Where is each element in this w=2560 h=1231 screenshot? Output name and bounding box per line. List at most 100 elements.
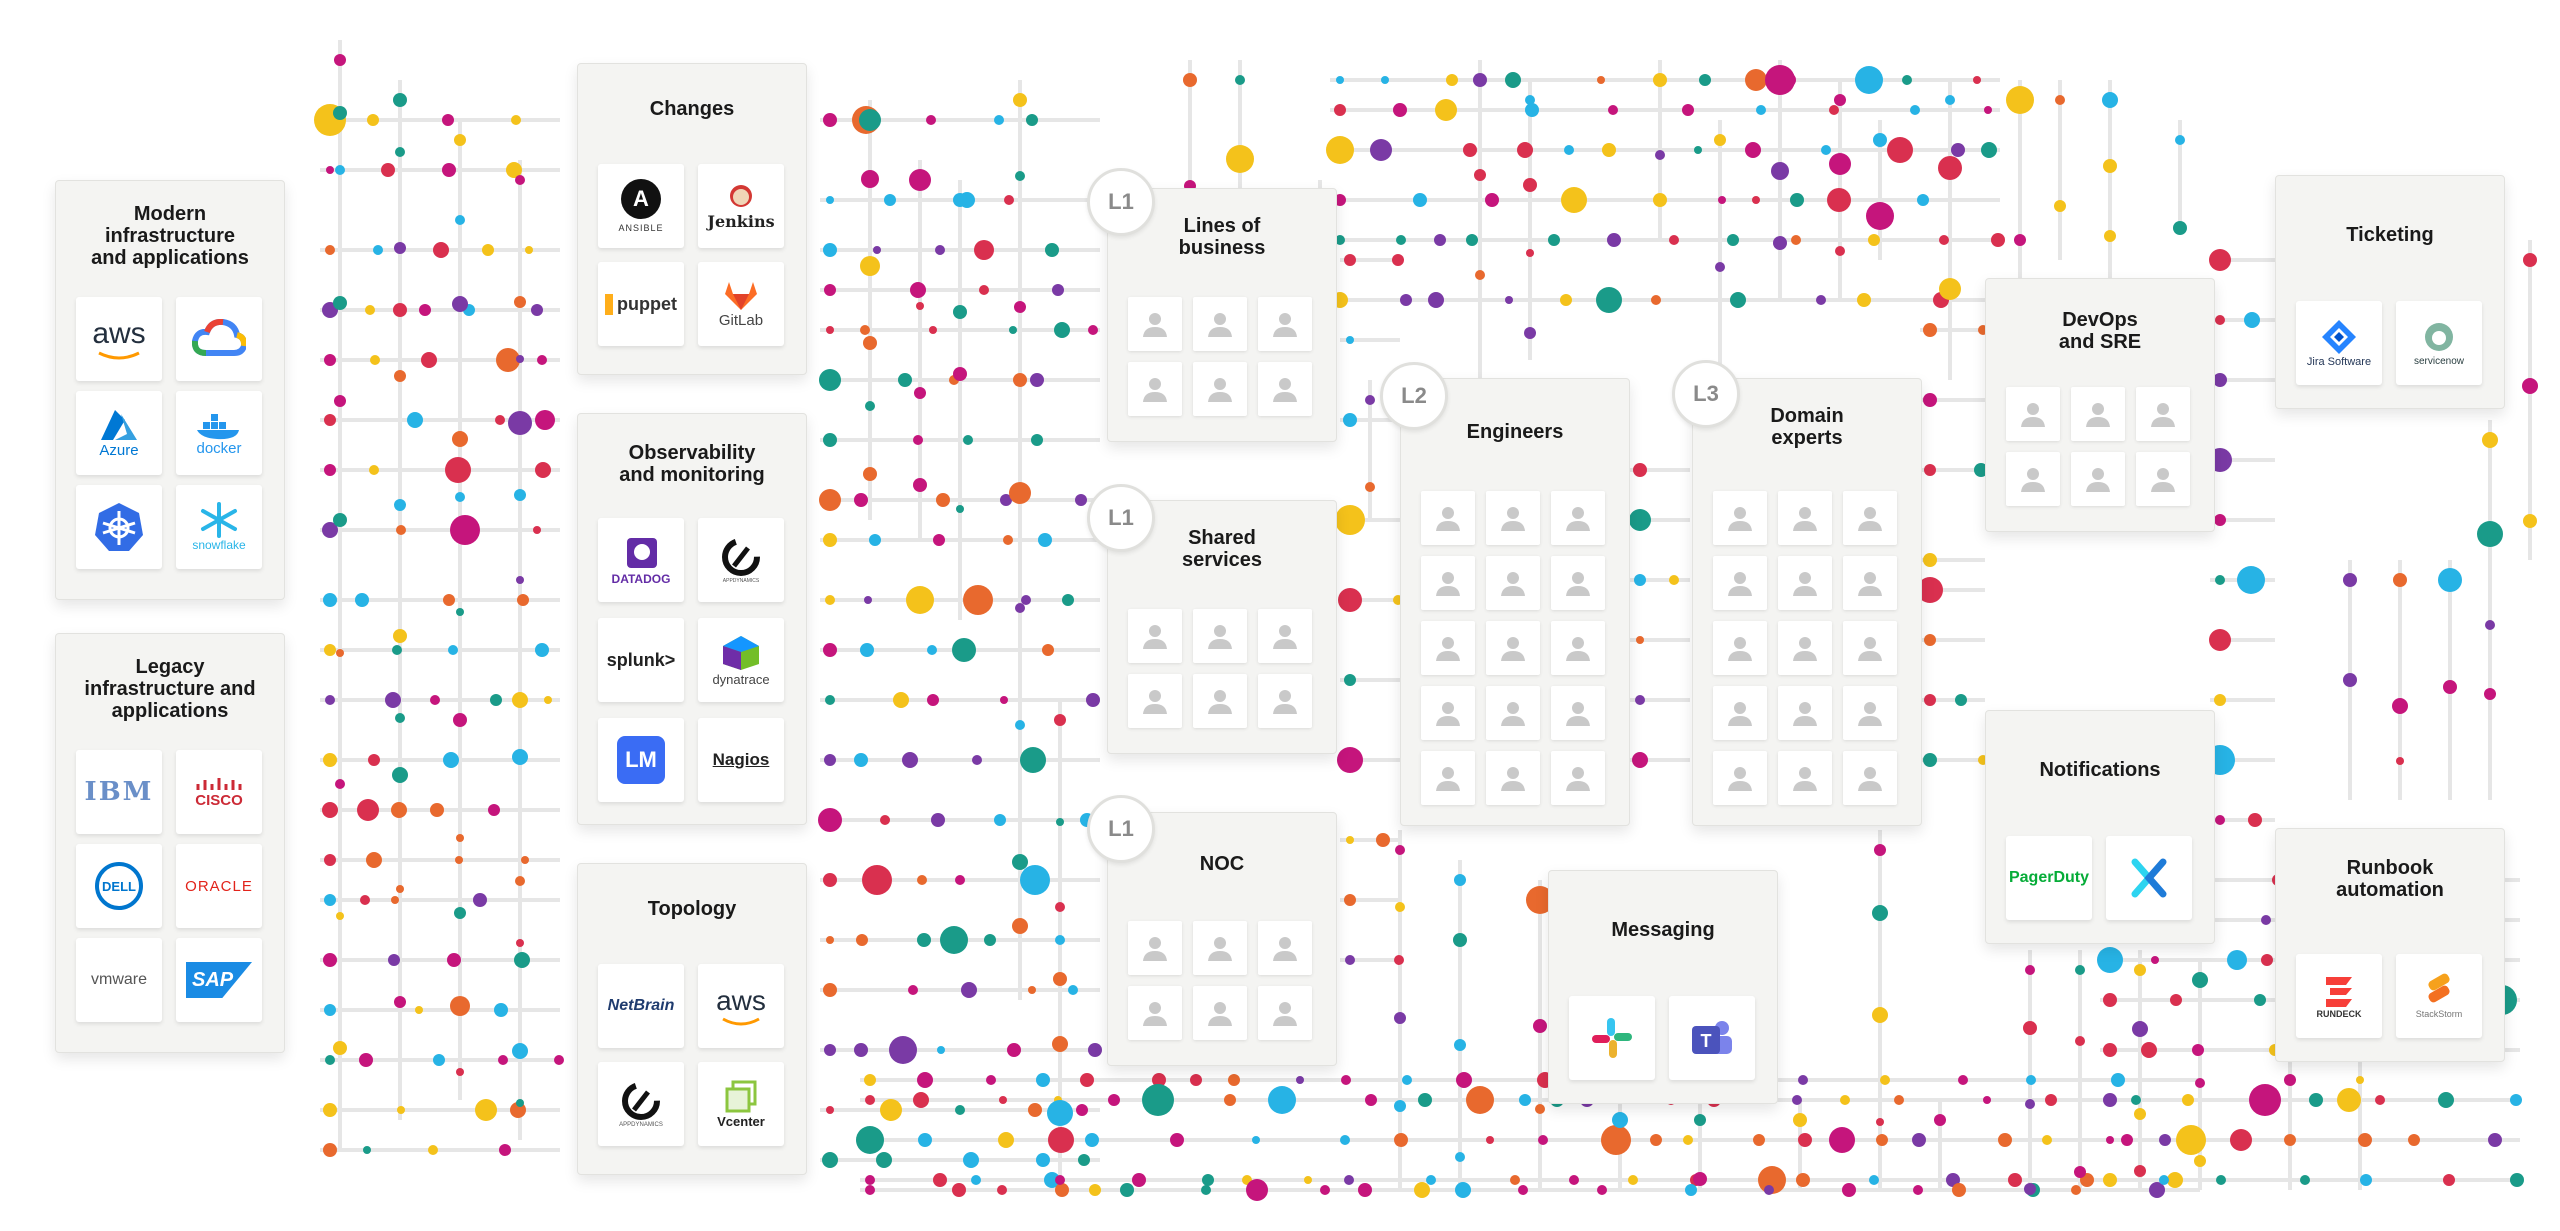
card-title: DevOps and SRE [2058,309,2142,353]
appdynamics-logo: APPDYNAMICS [598,1062,684,1146]
person-placeholder-icon [1193,674,1247,728]
vmware-logo: vmware [76,938,162,1022]
noc-card: NOC [1107,812,1337,1066]
card-title: Lines of business [1178,215,1266,259]
splunk-logo: splunk> [598,618,684,702]
person-placeholder-icon [1258,609,1312,663]
card-title: Legacy infrastructure and applications [84,656,256,722]
logo-label: PagerDuty [2008,869,2090,886]
pagerduty-logo: PagerDuty [2006,836,2092,920]
level-badge-l1: L1 [1087,484,1155,552]
people-grid [1128,297,1312,416]
logo-label: aws [716,985,766,1016]
stackstorm-logo: StackStorm [2396,954,2482,1038]
person-placeholder-icon [1128,986,1182,1040]
person-placeholder-icon [2071,452,2125,506]
azure-logo: Azure [76,391,162,475]
jenkins-logo: Jenkins [698,164,784,248]
person-placeholder-icon [1843,556,1897,610]
person-placeholder-icon [1778,751,1832,805]
aws-logo: aws [76,297,162,381]
google-cloud-logo [176,297,262,381]
person-placeholder-icon [1551,556,1605,610]
logo-label: vmware [90,971,147,988]
person-placeholder-icon [1193,921,1247,975]
person-placeholder-icon [1778,686,1832,740]
domain-experts-card: Domain experts [1692,378,1922,826]
people-grid [2006,387,2190,506]
person-placeholder-icon [1486,686,1540,740]
aws-logo: aws [698,964,784,1048]
person-placeholder-icon [1421,751,1475,805]
card-title: Observability and monitoring [619,442,765,486]
logo-label: GitLab [718,311,764,329]
card-title: Domain experts [1770,405,1844,449]
person-placeholder-icon [1713,556,1767,610]
logo-label: SAP [192,968,234,991]
person-placeholder-icon [2006,387,2060,441]
person-placeholder-icon [1713,621,1767,675]
oracle-logo: ORACLE [176,844,262,928]
person-placeholder-icon [1843,621,1897,675]
person-placeholder-icon [1486,491,1540,545]
notifications-card: Notifications PagerDuty [1985,710,2215,944]
person-placeholder-icon [2006,452,2060,506]
person-placeholder-icon [1128,297,1182,351]
person-placeholder-icon [1843,491,1897,545]
nagios-logo: Nagios [698,718,784,802]
level-badge-l1: L1 [1087,168,1155,236]
appdynamics-logo: APPDYNAMICS [698,518,784,602]
logicmonitor-logo: LM [598,718,684,802]
logo-label: Jenkins [707,211,775,231]
person-placeholder-icon [2136,452,2190,506]
logo-label: ORACLE [185,877,253,895]
person-placeholder-icon [1778,491,1832,545]
logo-label: Vcenter [717,1113,765,1129]
logo-label: snowflake [192,538,246,552]
snowflake-logo: snowflake [176,485,262,569]
card-title: Engineers [1466,421,1564,443]
xmatters-logo [2106,836,2192,920]
lines-of-business-card: Lines of business [1107,188,1337,442]
person-placeholder-icon [1128,362,1182,416]
person-placeholder-icon [1713,751,1767,805]
person-placeholder-icon [1551,621,1605,675]
logo-label: splunk> [606,649,676,670]
engineers-card: Engineers [1400,378,1630,826]
level-badge-l3: L3 [1672,360,1740,428]
person-placeholder-icon [1193,609,1247,663]
kubernetes-logo [76,485,162,569]
person-placeholder-icon [1843,686,1897,740]
teams-logo: T [1669,996,1755,1080]
person-placeholder-icon [1193,362,1247,416]
devops-sre-card: DevOps and SRE [1985,278,2215,532]
jira-logo: Jira Software [2296,301,2382,385]
person-placeholder-icon [1486,751,1540,805]
logo-label: DATADOG [611,572,671,586]
logo-label: docker [196,439,242,457]
person-placeholder-icon [1551,751,1605,805]
person-placeholder-icon [1258,362,1312,416]
rundeck-logo: RUNDECK [2296,954,2382,1038]
person-placeholder-icon [1258,986,1312,1040]
person-placeholder-icon [1713,491,1767,545]
card-title: Changes [649,98,735,120]
person-placeholder-icon [1258,921,1312,975]
observability-card: Observability and monitoring DATADOG APP… [577,413,807,825]
card-title: Notifications [2039,759,2161,781]
logo-label: Jira Software [2306,356,2372,368]
logo-label: ANSIBLE [618,223,664,233]
person-placeholder-icon [1193,986,1247,1040]
card-title: Modern infrastructure and applications [91,203,249,269]
level-badge-l2: L2 [1380,362,1448,430]
ibm-logo: IBM [76,750,162,834]
sap-logo: SAP [176,938,262,1022]
puppet-logo: puppet [598,262,684,346]
person-placeholder-icon [1843,751,1897,805]
messaging-card: Messaging T [1548,870,1778,1104]
card-title: Messaging [1611,919,1715,941]
people-grid [1421,491,1605,805]
card-title: Shared services [1181,527,1263,571]
